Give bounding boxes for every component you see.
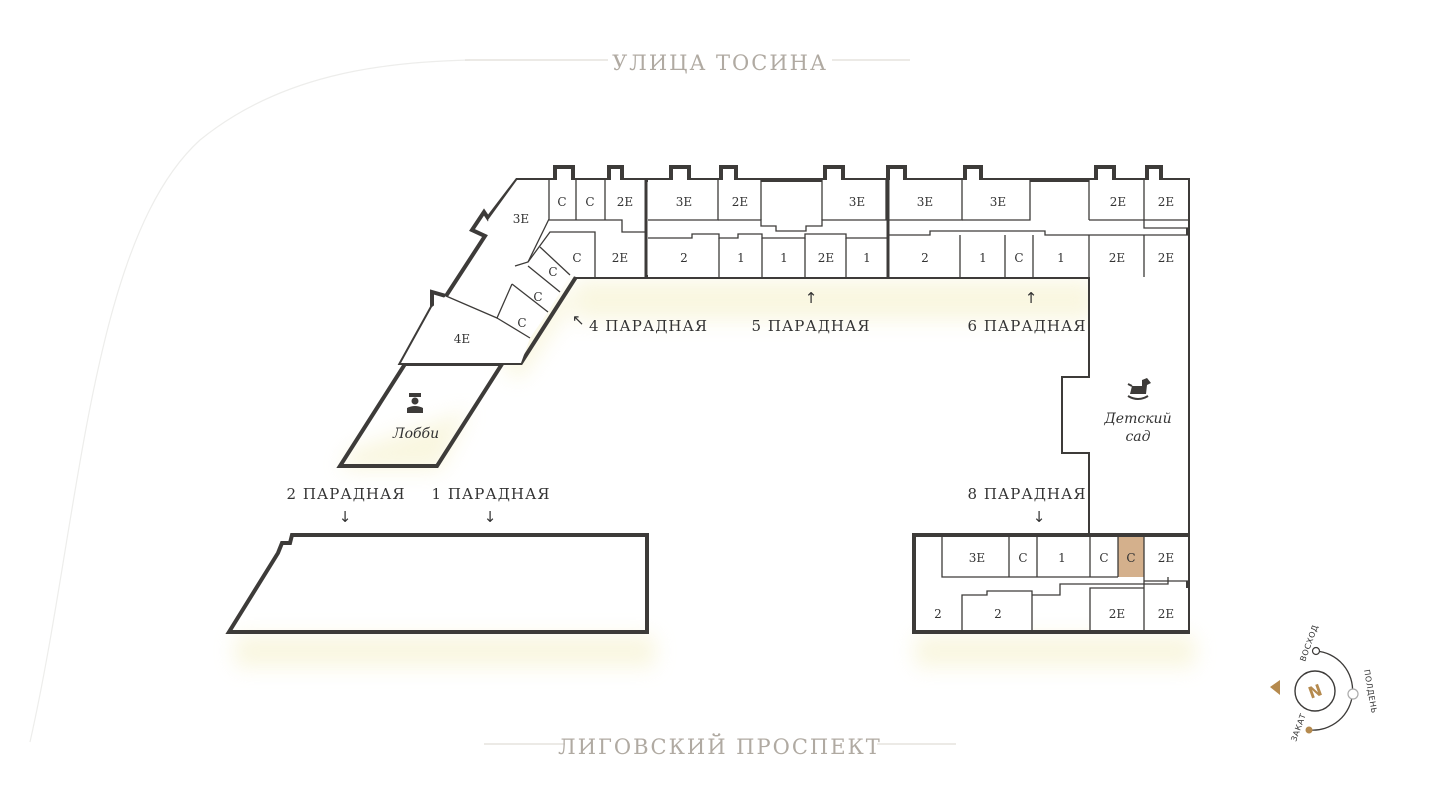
apartment-label[interactable]: 3Е	[990, 195, 1006, 209]
apartment-label[interactable]: С	[572, 251, 581, 265]
north-arrow-icon	[1270, 680, 1280, 695]
apartment-label[interactable]: С	[557, 195, 566, 209]
apartment-label[interactable]: 2Е	[818, 251, 834, 265]
apartment-label[interactable]: С	[517, 316, 526, 330]
apartment-label[interactable]: 2Е	[1158, 195, 1174, 209]
apartment-label[interactable]: 2Е	[1109, 607, 1125, 621]
entrance-label-4[interactable]: 4 ПАРАДНАЯ	[589, 317, 708, 335]
noon-label: ПОЛДЕНЬ	[1362, 669, 1379, 715]
apartment-label[interactable]: 1	[863, 251, 871, 265]
apartment-label[interactable]: С	[548, 265, 557, 279]
highlighted-apartment[interactable]	[1118, 537, 1144, 577]
apartment-label[interactable]: 2Е	[732, 195, 748, 209]
apartment-label[interactable]: 1	[979, 251, 987, 265]
apartment-label[interactable]: С	[1018, 551, 1027, 565]
sunset-marker	[1305, 726, 1313, 734]
sunrise-marker	[1311, 646, 1321, 656]
sunset-label: ЗАКАТ	[1289, 712, 1307, 742]
apartment-labels: С С 2Е 3Е С 2Е С С С 4Е 3Е 2Е 3Е 2 1 1 2…	[454, 195, 1174, 621]
entrance-arrow-2: ↓	[339, 508, 352, 526]
rocking-horse-icon	[1127, 378, 1151, 400]
apartment-label[interactable]: 2Е	[617, 195, 633, 209]
apartment-label[interactable]: 2Е	[1158, 251, 1174, 265]
partitions	[941, 537, 1188, 632]
kindergarten-label: сад	[1125, 429, 1150, 445]
entrance-label-6[interactable]: 6 ПАРАДНАЯ	[968, 317, 1087, 335]
kindergarten-label: Детский	[1103, 411, 1171, 427]
entrance-arrow-5: ↑	[805, 289, 818, 307]
entrance-label-1[interactable]: 1 ПАРАДНАЯ	[432, 485, 551, 503]
apartment-label[interactable]: 1	[1058, 551, 1066, 565]
apartment-label[interactable]: 2Е	[1158, 551, 1174, 565]
compass: N ВОСХОД ПОЛДЕНЬ ЗАКАТ	[1270, 624, 1379, 743]
apartment-fills	[401, 180, 1188, 535]
apartment-label[interactable]: 3Е	[969, 551, 985, 565]
partitions	[445, 180, 1188, 339]
apartment-label[interactable]: 2Е	[1158, 607, 1174, 621]
apartment-label[interactable]: 3Е	[513, 212, 529, 226]
street-name-bottom: ЛИГОВСКИЙ ПРОСПЕКТ	[558, 734, 882, 759]
apartment-label[interactable]: С	[533, 290, 542, 304]
noon-marker	[1347, 688, 1359, 700]
apartment-label[interactable]: 3Е	[676, 195, 692, 209]
apartment-label[interactable]: 2Е	[1110, 195, 1126, 209]
building-shadow	[235, 280, 1195, 667]
compass-dial	[1294, 670, 1336, 712]
apartment-label[interactable]: С	[1099, 551, 1108, 565]
street-name-top: УЛИЦА ТОСИНА	[612, 51, 828, 75]
site-boundary	[29, 59, 471, 743]
entrance-arrow-6: ↑	[1025, 289, 1038, 307]
concierge-icon	[407, 393, 423, 413]
apartment-label[interactable]: 2	[680, 251, 688, 265]
lobby-label: Лобби	[392, 426, 439, 442]
sunrise-label: ВОСХОД	[1298, 624, 1320, 663]
apartment-label[interactable]: 3Е	[917, 195, 933, 209]
apartment-label[interactable]: 1	[737, 251, 745, 265]
apartment-label[interactable]: 1	[780, 251, 788, 265]
entrance-label-2[interactable]: 2 ПАРАДНАЯ	[287, 485, 406, 503]
apartment-label[interactable]: С	[585, 195, 594, 209]
building-block-left	[225, 533, 649, 634]
north-letter: N	[1306, 680, 1325, 702]
entrance-arrow-8: ↓	[1033, 508, 1046, 526]
entrance-arrow-4: ↖	[572, 311, 585, 329]
entrance-label-5[interactable]: 5 ПАРАДНАЯ	[752, 317, 871, 335]
entrance-label-8[interactable]: 8 ПАРАДНАЯ	[968, 485, 1087, 503]
apartment-label[interactable]: 2Е	[1109, 251, 1125, 265]
entrance-arrow-1: ↓	[484, 508, 497, 526]
apartment-label[interactable]: 2	[994, 607, 1002, 621]
apartment-label[interactable]: С	[1126, 551, 1135, 565]
apartment-label[interactable]: 1	[1057, 251, 1065, 265]
apartment-label[interactable]: 2	[921, 251, 929, 265]
building-block-right	[912, 533, 1190, 634]
apartment-label[interactable]: 3Е	[849, 195, 865, 209]
apartment-label[interactable]: 2Е	[612, 251, 628, 265]
apartment-fills	[916, 537, 1188, 630]
apartment-label[interactable]: 2	[934, 607, 942, 621]
apartment-label[interactable]: С	[1014, 251, 1023, 265]
apartment-label[interactable]: 4Е	[454, 332, 470, 346]
